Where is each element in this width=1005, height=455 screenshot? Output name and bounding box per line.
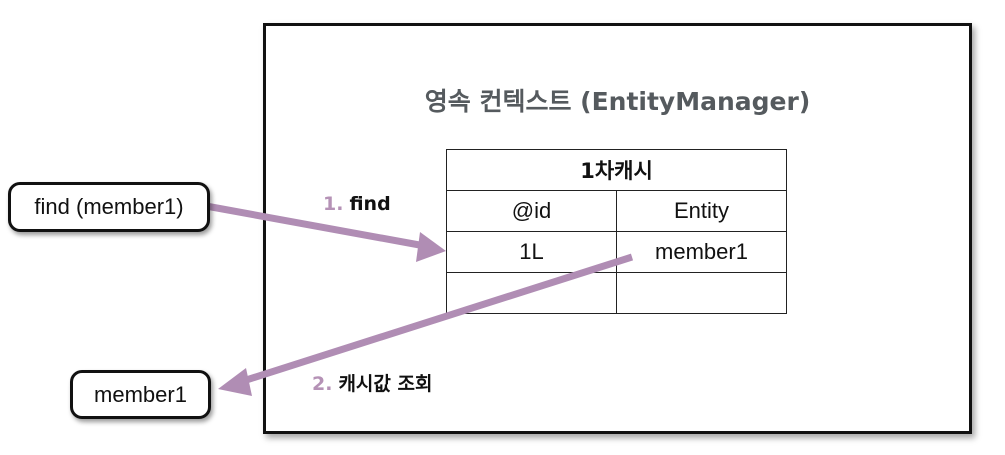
cache-cell-entity: member1 [616, 231, 787, 273]
find-request-label: find (member1) [34, 194, 184, 219]
first-level-cache-table: 1차캐시 @id Entity 1L member1 [446, 149, 787, 314]
cache-lookup-arrow [218, 253, 634, 396]
step-cache-lookup-label: 2.캐시값 조회 [312, 369, 432, 396]
result-box: member1 [70, 370, 211, 419]
table-row [446, 272, 787, 314]
cache-cell-entity [616, 272, 787, 314]
cache-column-id: @id [446, 190, 617, 232]
step-number: 1. [323, 193, 344, 215]
find-request-box: find (member1) [8, 182, 210, 232]
step-text: find [349, 193, 391, 215]
persistence-context-title: 영속 컨텍스트 (EntityManager) [424, 87, 811, 116]
step-find-label: 1.find [323, 193, 391, 215]
step-text: 캐시값 조회 [338, 373, 433, 395]
step-number: 2. [312, 373, 333, 395]
result-label: member1 [94, 381, 187, 407]
find-arrow [205, 202, 446, 262]
cache-table-title: 1차캐시 [446, 149, 787, 191]
